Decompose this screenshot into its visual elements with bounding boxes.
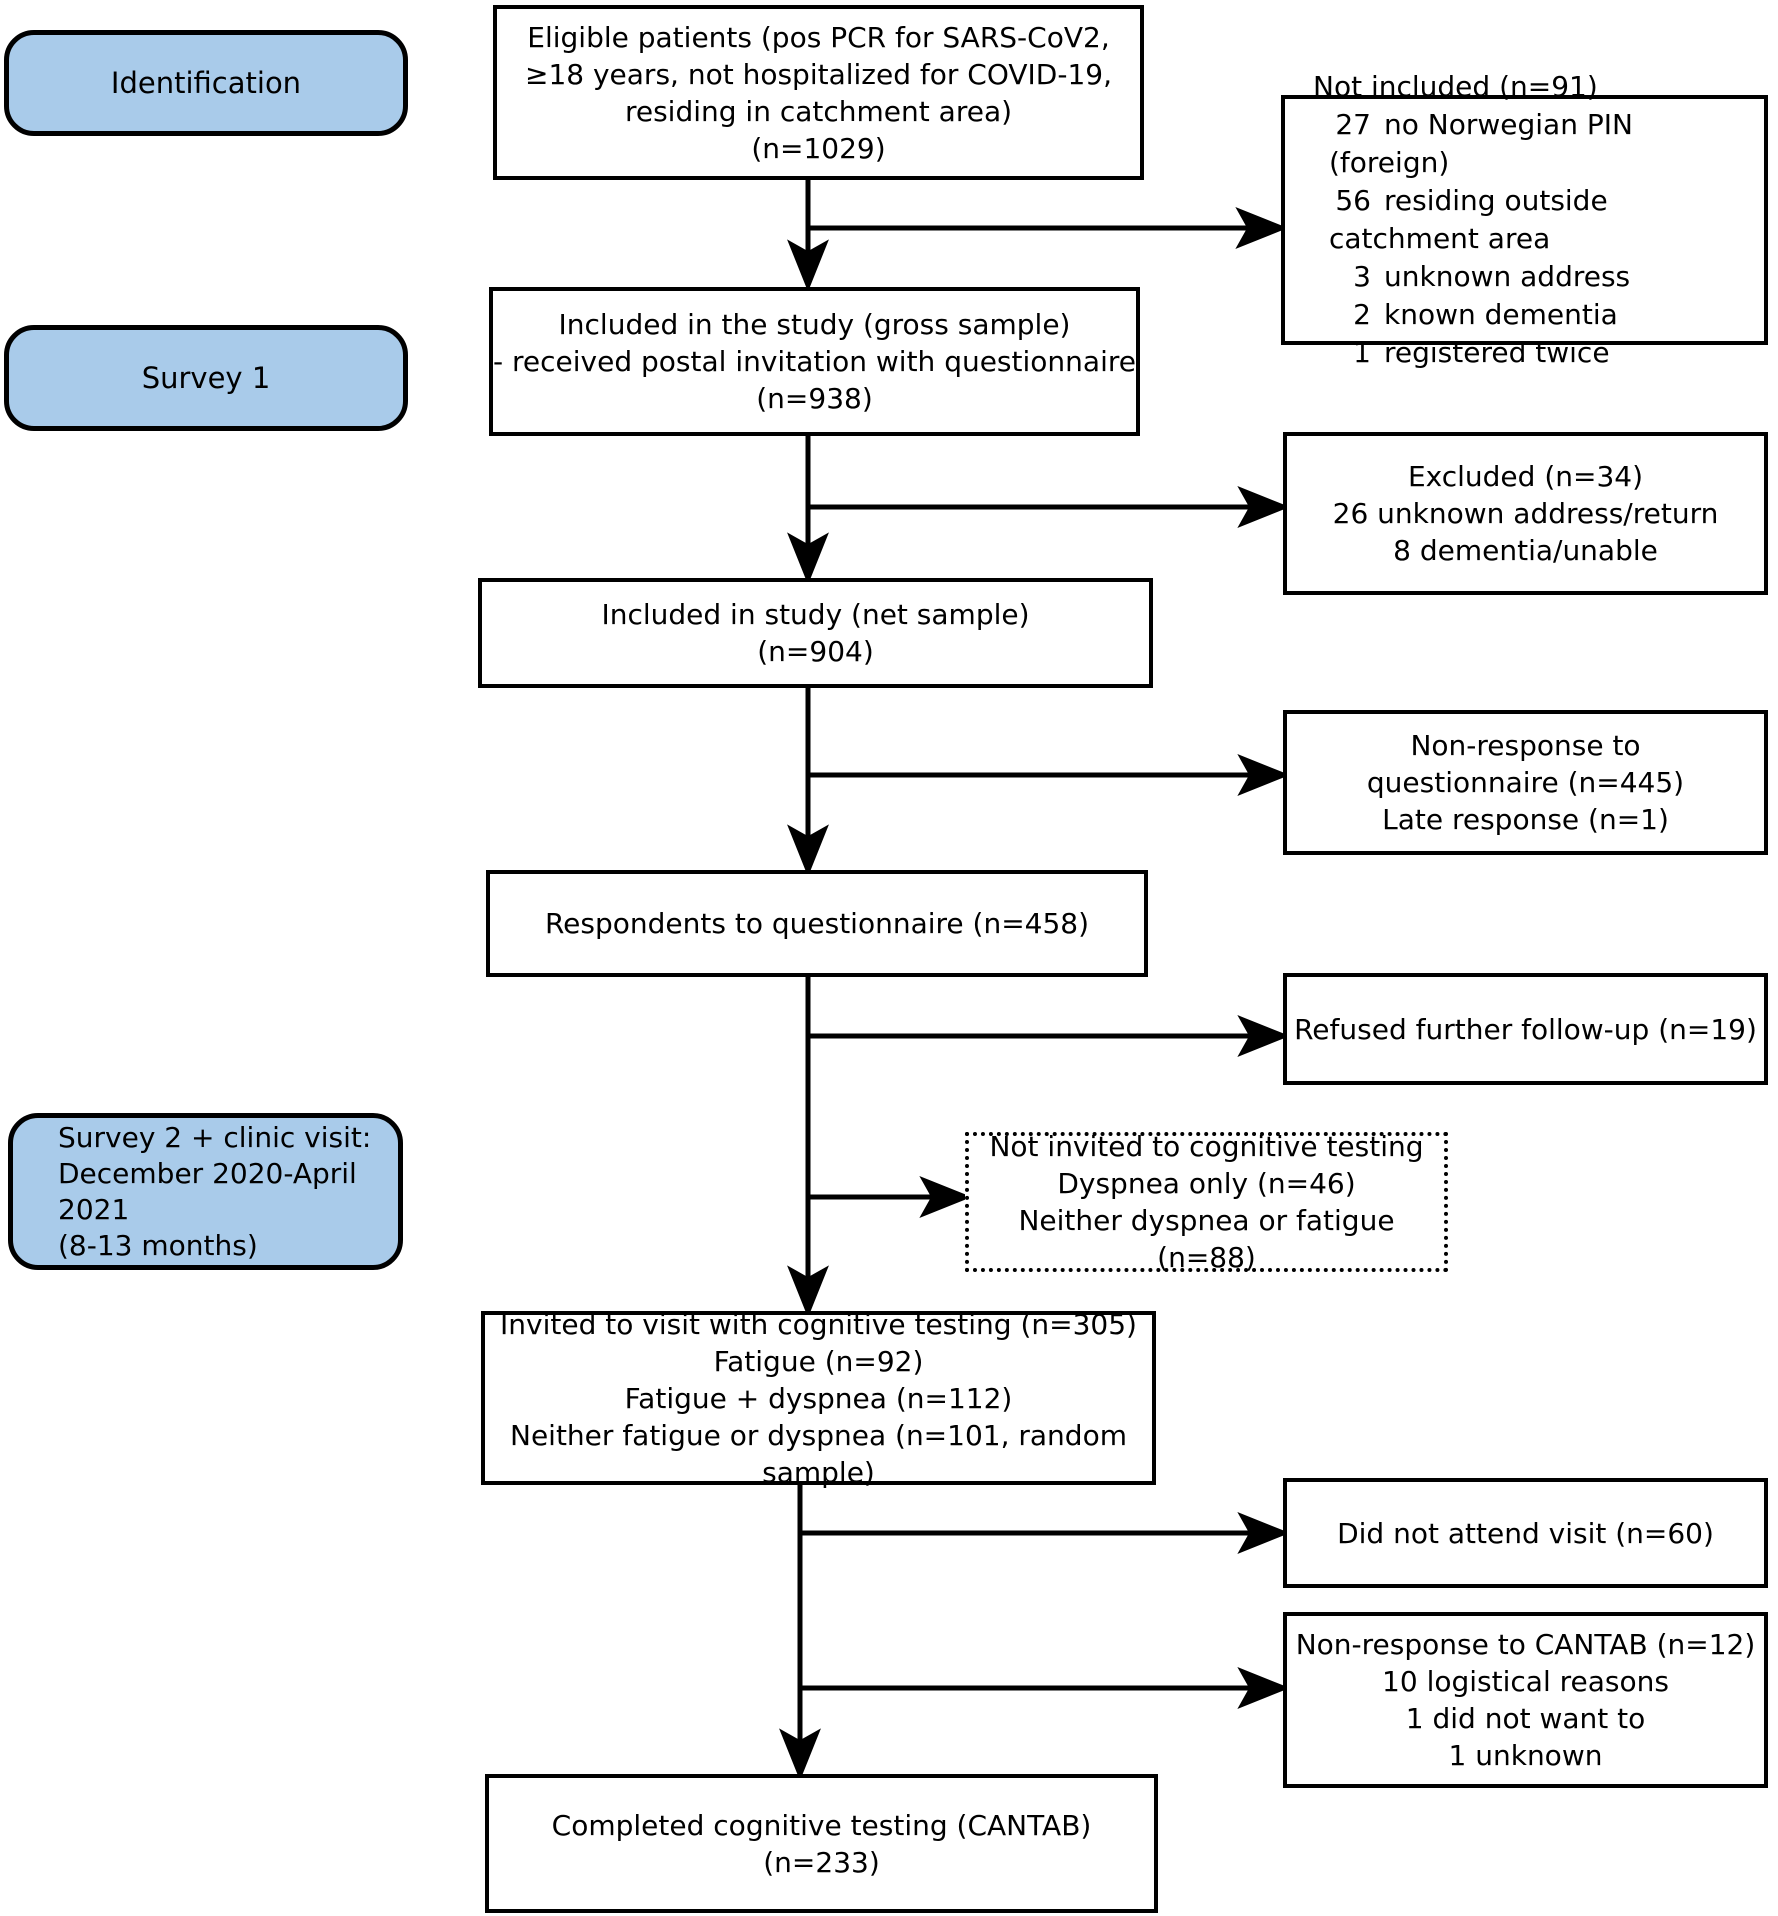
stage-survey2-line-2: December 2020-April 2021 <box>58 1156 357 1226</box>
not-included-item-count: 1 <box>1353 336 1371 369</box>
invited-line-1: Invited to visit with cognitive testing … <box>500 1307 1137 1341</box>
not-invited-line-3: Neither dyspnea or fatigue (n=88) <box>1018 1204 1395 1274</box>
box-eligible-patients: Eligible patients (pos PCR for SARS-CoV2… <box>493 5 1144 180</box>
stage-identification-label: Identification <box>110 66 302 100</box>
invited-line-2: Fatigue (n=92) <box>713 1344 924 1378</box>
stage-survey2: Survey 2 + clinic visit: December 2020-A… <box>8 1113 403 1270</box>
stage-survey1-label: Survey 1 <box>141 361 271 395</box>
box-nonresponse-cantab: Non-response to CANTAB (n=12) 10 logisti… <box>1283 1612 1768 1788</box>
nonresponse-cantab-line-2: 10 logistical reasons <box>1382 1665 1669 1698</box>
completed-line-1: Completed cognitive testing (CANTAB) (n=… <box>551 1808 1092 1879</box>
stage-survey2-line-3: (8-13 months) <box>58 1228 258 1262</box>
not-included-item-text: known dementia <box>1384 298 1618 331</box>
excluded-line-3: 8 dementia/unable <box>1393 534 1658 567</box>
box-excluded: Excluded (n=34) 26 unknown address/retur… <box>1283 432 1768 595</box>
gross-line-2: - received postal invitation with questi… <box>493 345 1136 378</box>
excluded-title: Excluded (n=34) <box>1407 460 1644 493</box>
gross-line-1: Included in the study (gross sample) <box>558 308 1071 341</box>
not-invited-line-1: Not invited to cognitive testing <box>989 1130 1424 1163</box>
net-line-1: Included in study (net sample) <box>601 598 1030 631</box>
box-nonresponse-questionnaire: Non-response to questionnaire (n=445) La… <box>1283 710 1768 855</box>
connector-gross-to-net <box>787 436 829 585</box>
invited-line-4: Neither fatigue or dyspnea (n=101, rando… <box>510 1418 1127 1489</box>
nonresponse-cantab-line-1: Non-response to CANTAB (n=12) <box>1295 1628 1756 1661</box>
box-respondents: Respondents to questionnaire (n=458) <box>486 870 1148 977</box>
connector-to-not-included <box>808 207 1288 249</box>
connector-to-did-not-attend <box>800 1512 1290 1554</box>
arrowhead-down <box>787 239 829 292</box>
respondents-line-1: Respondents to questionnaire (n=458) <box>544 907 1090 940</box>
connector-to-nonresponse-questionnaire <box>808 754 1290 796</box>
stage-identification: Identification <box>4 30 408 136</box>
not-included-item-count: 56 <box>1335 184 1371 217</box>
not-included-item-text: registered twice <box>1384 336 1610 369</box>
not-included-item-text: unknown address <box>1384 260 1631 293</box>
box-completed-cantab: Completed cognitive testing (CANTAB) (n=… <box>485 1774 1158 1913</box>
not-invited-line-2: Dyspnea only (n=46) <box>1057 1167 1356 1200</box>
box-invited-cognitive-testing: Invited to visit with cognitive testing … <box>481 1308 1156 1489</box>
eligible-line-2: ≥18 years, not hospitalized for COVID-19… <box>524 57 1112 91</box>
not-included-item-count: 2 <box>1353 298 1371 331</box>
arrowhead-down <box>787 1265 829 1318</box>
connector-to-nonresponse-cantab <box>800 1667 1290 1709</box>
arrowhead-right <box>1237 486 1290 528</box>
nonresponse-cantab-line-3: 1 did not want to <box>1405 1702 1646 1735</box>
connector-to-refused <box>808 1015 1290 1057</box>
arrowhead-right <box>1237 1512 1290 1554</box>
arrowhead-right <box>1237 754 1290 796</box>
not-included-item: 1 registered twice <box>1313 334 1754 372</box>
arrowhead-right <box>1235 207 1288 249</box>
box-included-net-sample: Included in study (net sample) (n=904) <box>478 578 1153 688</box>
connector-respondents-to-invited <box>787 977 829 1318</box>
stage-survey2-line-1: Survey 2 + clinic visit: <box>58 1120 372 1154</box>
arrowhead-right <box>919 1176 972 1218</box>
connector-net-to-respondents <box>787 688 829 877</box>
arrowhead-right <box>1237 1015 1290 1057</box>
eligible-line-1: Eligible patients (pos PCR for SARS-CoV2… <box>527 20 1110 54</box>
stage-survey1: Survey 1 <box>4 325 408 431</box>
nonresponse-cantab-line-4: 1 unknown <box>1448 1739 1603 1772</box>
no-attend-line-1: Did not attend visit (n=60) <box>1337 1516 1714 1550</box>
not-included-item-count: 3 <box>1353 260 1371 293</box>
connector-to-excluded <box>808 486 1290 528</box>
nonresponse-q-line-2: questionnaire (n=445) <box>1366 766 1685 799</box>
net-count: (n=904) <box>757 635 874 668</box>
not-included-item-count: 27 <box>1335 108 1371 141</box>
not-included-item-text: no Norwegian PIN (foreign) <box>1329 108 1633 179</box>
arrowhead-right <box>1237 1667 1290 1709</box>
not-included-item: 2 known dementia <box>1313 296 1754 334</box>
box-included-gross-sample: Included in the study (gross sample) - r… <box>489 287 1140 436</box>
not-included-item-text: residing outside catchment area <box>1329 184 1608 255</box>
arrowhead-down <box>787 824 829 877</box>
not-included-item: 3 unknown address <box>1313 258 1754 296</box>
eligible-line-3: residing in catchment area) <box>624 94 1013 128</box>
nonresponse-q-line-1: Non-response to <box>1410 729 1641 762</box>
arrowhead-down <box>779 1728 821 1781</box>
invited-line-3: Fatigue + dyspnea (n=112) <box>624 1381 1013 1415</box>
excluded-line-2: 26 unknown address/return <box>1332 497 1719 530</box>
refused-line-1: Refused further follow-up (n=19) <box>1294 1012 1757 1046</box>
connector-invited-to-completed <box>779 1485 821 1781</box>
connector-eligible-to-gross <box>787 180 829 292</box>
connector-to-not-invited <box>808 1176 972 1218</box>
not-included-title: Not included (n=91) <box>1313 70 1598 103</box>
arrowhead-down <box>787 532 829 585</box>
box-refused-followup: Refused further follow-up (n=19) <box>1283 973 1768 1085</box>
eligible-count: (n=1029) <box>751 131 886 165</box>
gross-count: (n=938) <box>756 382 873 415</box>
box-not-invited-cognitive-testing: Not invited to cognitive testing Dyspnea… <box>965 1130 1448 1274</box>
box-did-not-attend: Did not attend visit (n=60) <box>1283 1478 1768 1588</box>
nonresponse-q-line-3: Late response (n=1) <box>1382 803 1669 836</box>
